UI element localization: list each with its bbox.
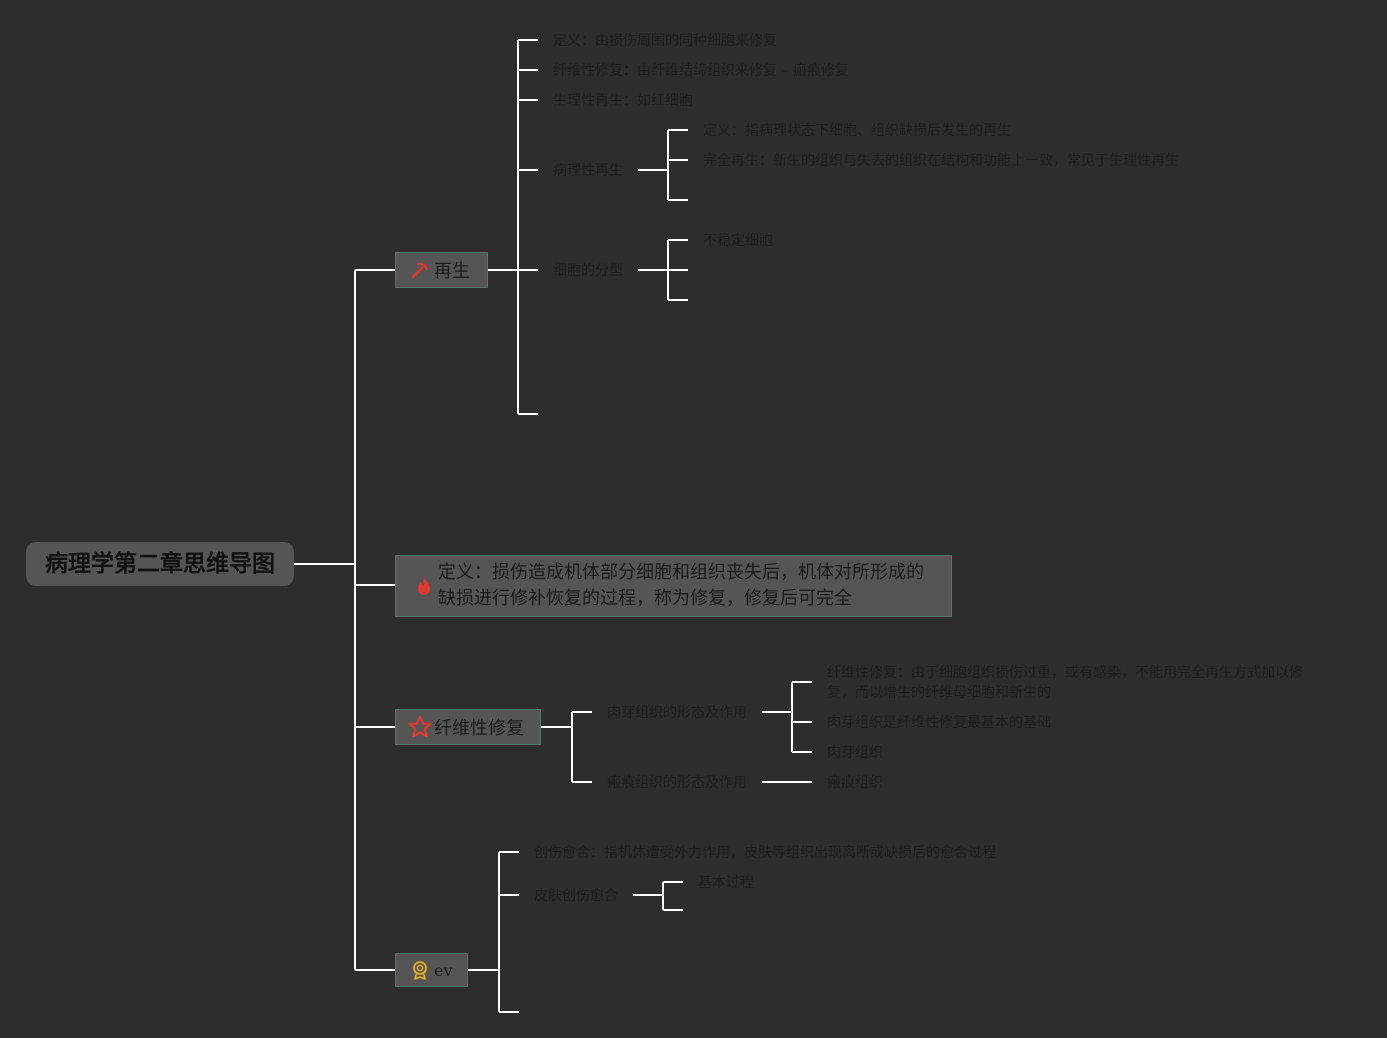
definition-line-2: 缺损进行修补恢复的过程，称为修复，修复后可完全 (438, 588, 852, 609)
skin-wound-healing[interactable]: 皮肤创伤愈合 (534, 888, 618, 904)
granulation-tissue[interactable]: 肉芽组织 (827, 745, 883, 761)
branch-regen[interactable]: 再生 (395, 252, 488, 288)
pathological-definition[interactable]: 定义：指病理状态下细胞、组织缺损后发生的再生 (703, 123, 1011, 139)
definition-line-1: 定义：损伤造成机体部分细胞和组织丧失后，机体对所形成的 (438, 562, 924, 583)
flame-icon (418, 578, 430, 595)
regen-fiber-repair[interactable]: 纤维性修复：由纤维结缔组织来修复 – 瘢痕修复 (553, 63, 849, 79)
branch-fiber-label: 纤维性修复 (434, 718, 524, 739)
award-icon (413, 961, 427, 980)
root-title: 病理学第二章思维导图 (45, 551, 275, 577)
wound-healing-definition[interactable]: 创伤愈合：指机体遭受外力作用，皮肤等组织出现离断或缺损后的愈合过程 (534, 845, 996, 861)
basic-process[interactable]: 基本过程 (698, 875, 754, 891)
star-icon (408, 715, 432, 738)
branch-ev-label: ev (434, 960, 453, 980)
branch-ev[interactable]: ev (395, 953, 468, 987)
granulation-basis[interactable]: 肉芽组织是纤维性修复最基本的基础 (827, 715, 1051, 731)
cell-type-labile[interactable]: 不稳定细胞 (703, 233, 773, 249)
branch-definition[interactable]: 定义：损伤造成机体部分细胞和组织丧失后，机体对所形成的 缺损进行修补恢复的过程，… (395, 555, 952, 617)
scar-form-function[interactable]: 瘢痕组织的形态及作用 (607, 775, 747, 791)
granulation-form-function[interactable]: 肉芽组织的形态及作用 (607, 705, 747, 721)
granulation-fiber-repair[interactable]: 纤维性修复：由于细胞组织损伤过重，或有感染，不能用完全再生方式加以修复，而以增生… (827, 665, 1303, 701)
pathological-complete[interactable]: 完全再生：新生的组织与失去的组织在结构和功能上一致，常见于生理性再生 (703, 153, 1179, 169)
regen-cell-types[interactable]: 细胞的分型 (553, 263, 623, 279)
regen-physiological[interactable]: 生理性再生：如红细胞 (553, 93, 693, 109)
scar-tissue[interactable]: 瘢痕组织 (827, 775, 883, 791)
pickaxe-icon (411, 262, 429, 279)
regen-definition[interactable]: 定义：由损伤周围的同种细胞来修复 (553, 33, 777, 49)
regen-pathological[interactable]: 病理性再生 (553, 163, 623, 179)
branch-fiber-repair[interactable]: 纤维性修复 (395, 709, 541, 745)
branch-regen-label: 再生 (434, 261, 470, 282)
root-node[interactable]: 病理学第二章思维导图 (26, 542, 294, 586)
